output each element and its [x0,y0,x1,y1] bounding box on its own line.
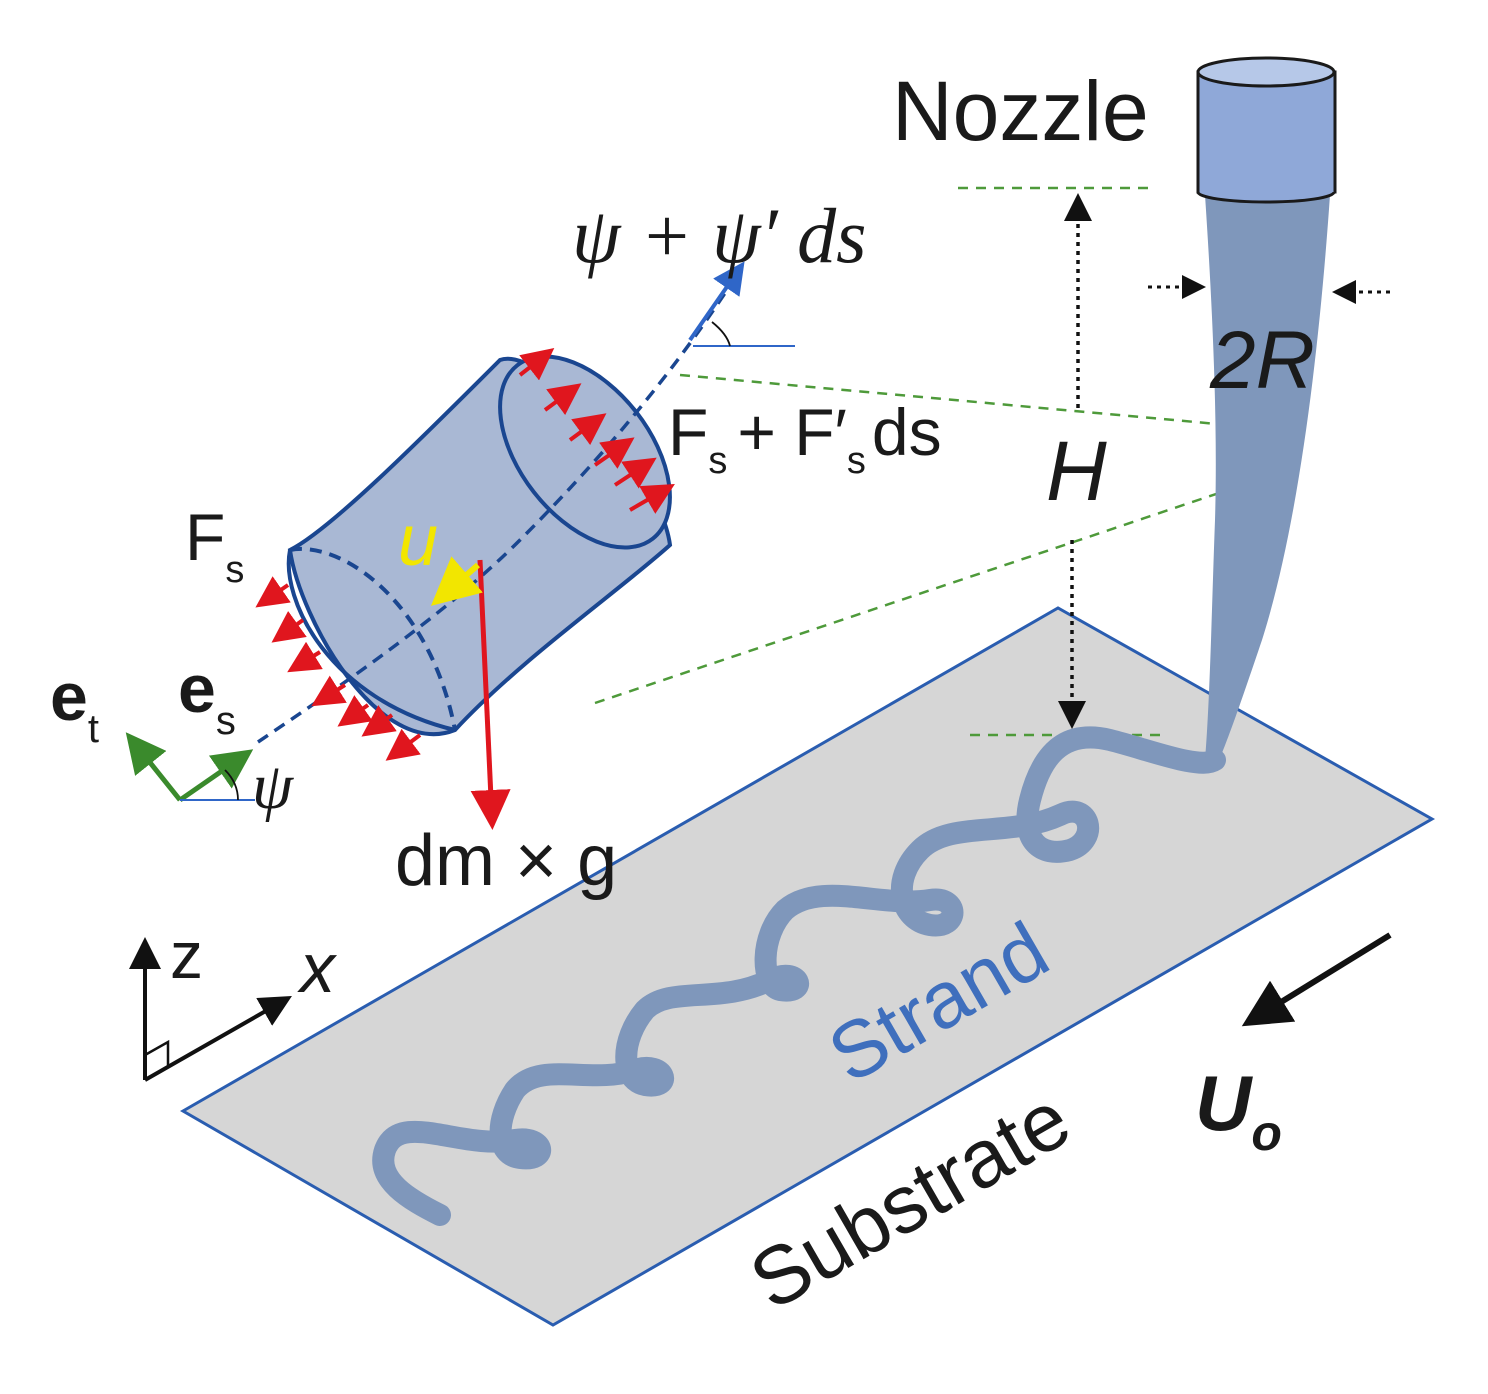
tangent-arrow [688,261,745,342]
e-t-label: et [50,659,99,751]
psi-label: ψ [252,750,294,823]
nozzle-body [1196,56,1337,204]
psi-arc [224,769,239,801]
velocity-u-arrow [430,556,483,606]
strand-element-cylinder [286,354,673,737]
coordinate-axes [129,937,292,1082]
basis-vectors [125,732,254,803]
h-label: H [1046,424,1107,518]
e-s-label: es [178,651,236,743]
fs-label: Fs [185,500,244,591]
z-label: z [170,918,203,992]
u-label: u [398,501,438,581]
dmg-label: dm × g [395,821,617,901]
forces-right-face [518,348,675,514]
two-r-label: 2R [1209,315,1315,406]
x-label: x [297,929,338,1007]
height-arrows [1058,193,1092,729]
fs-plus-label: Fs+ F′sds [668,395,942,482]
substrate-velocity-arrow [1241,932,1392,1027]
psi-plus-label: ψ + ψ′ ds [572,192,866,279]
psi-plus-arc [711,321,731,347]
forces-left-face [255,576,422,761]
nozzle-jet [1205,195,1330,770]
u0-label: Uo [1195,1059,1282,1161]
nozzle-label: Nozzle [892,64,1149,158]
strand-coil [372,726,1226,1226]
